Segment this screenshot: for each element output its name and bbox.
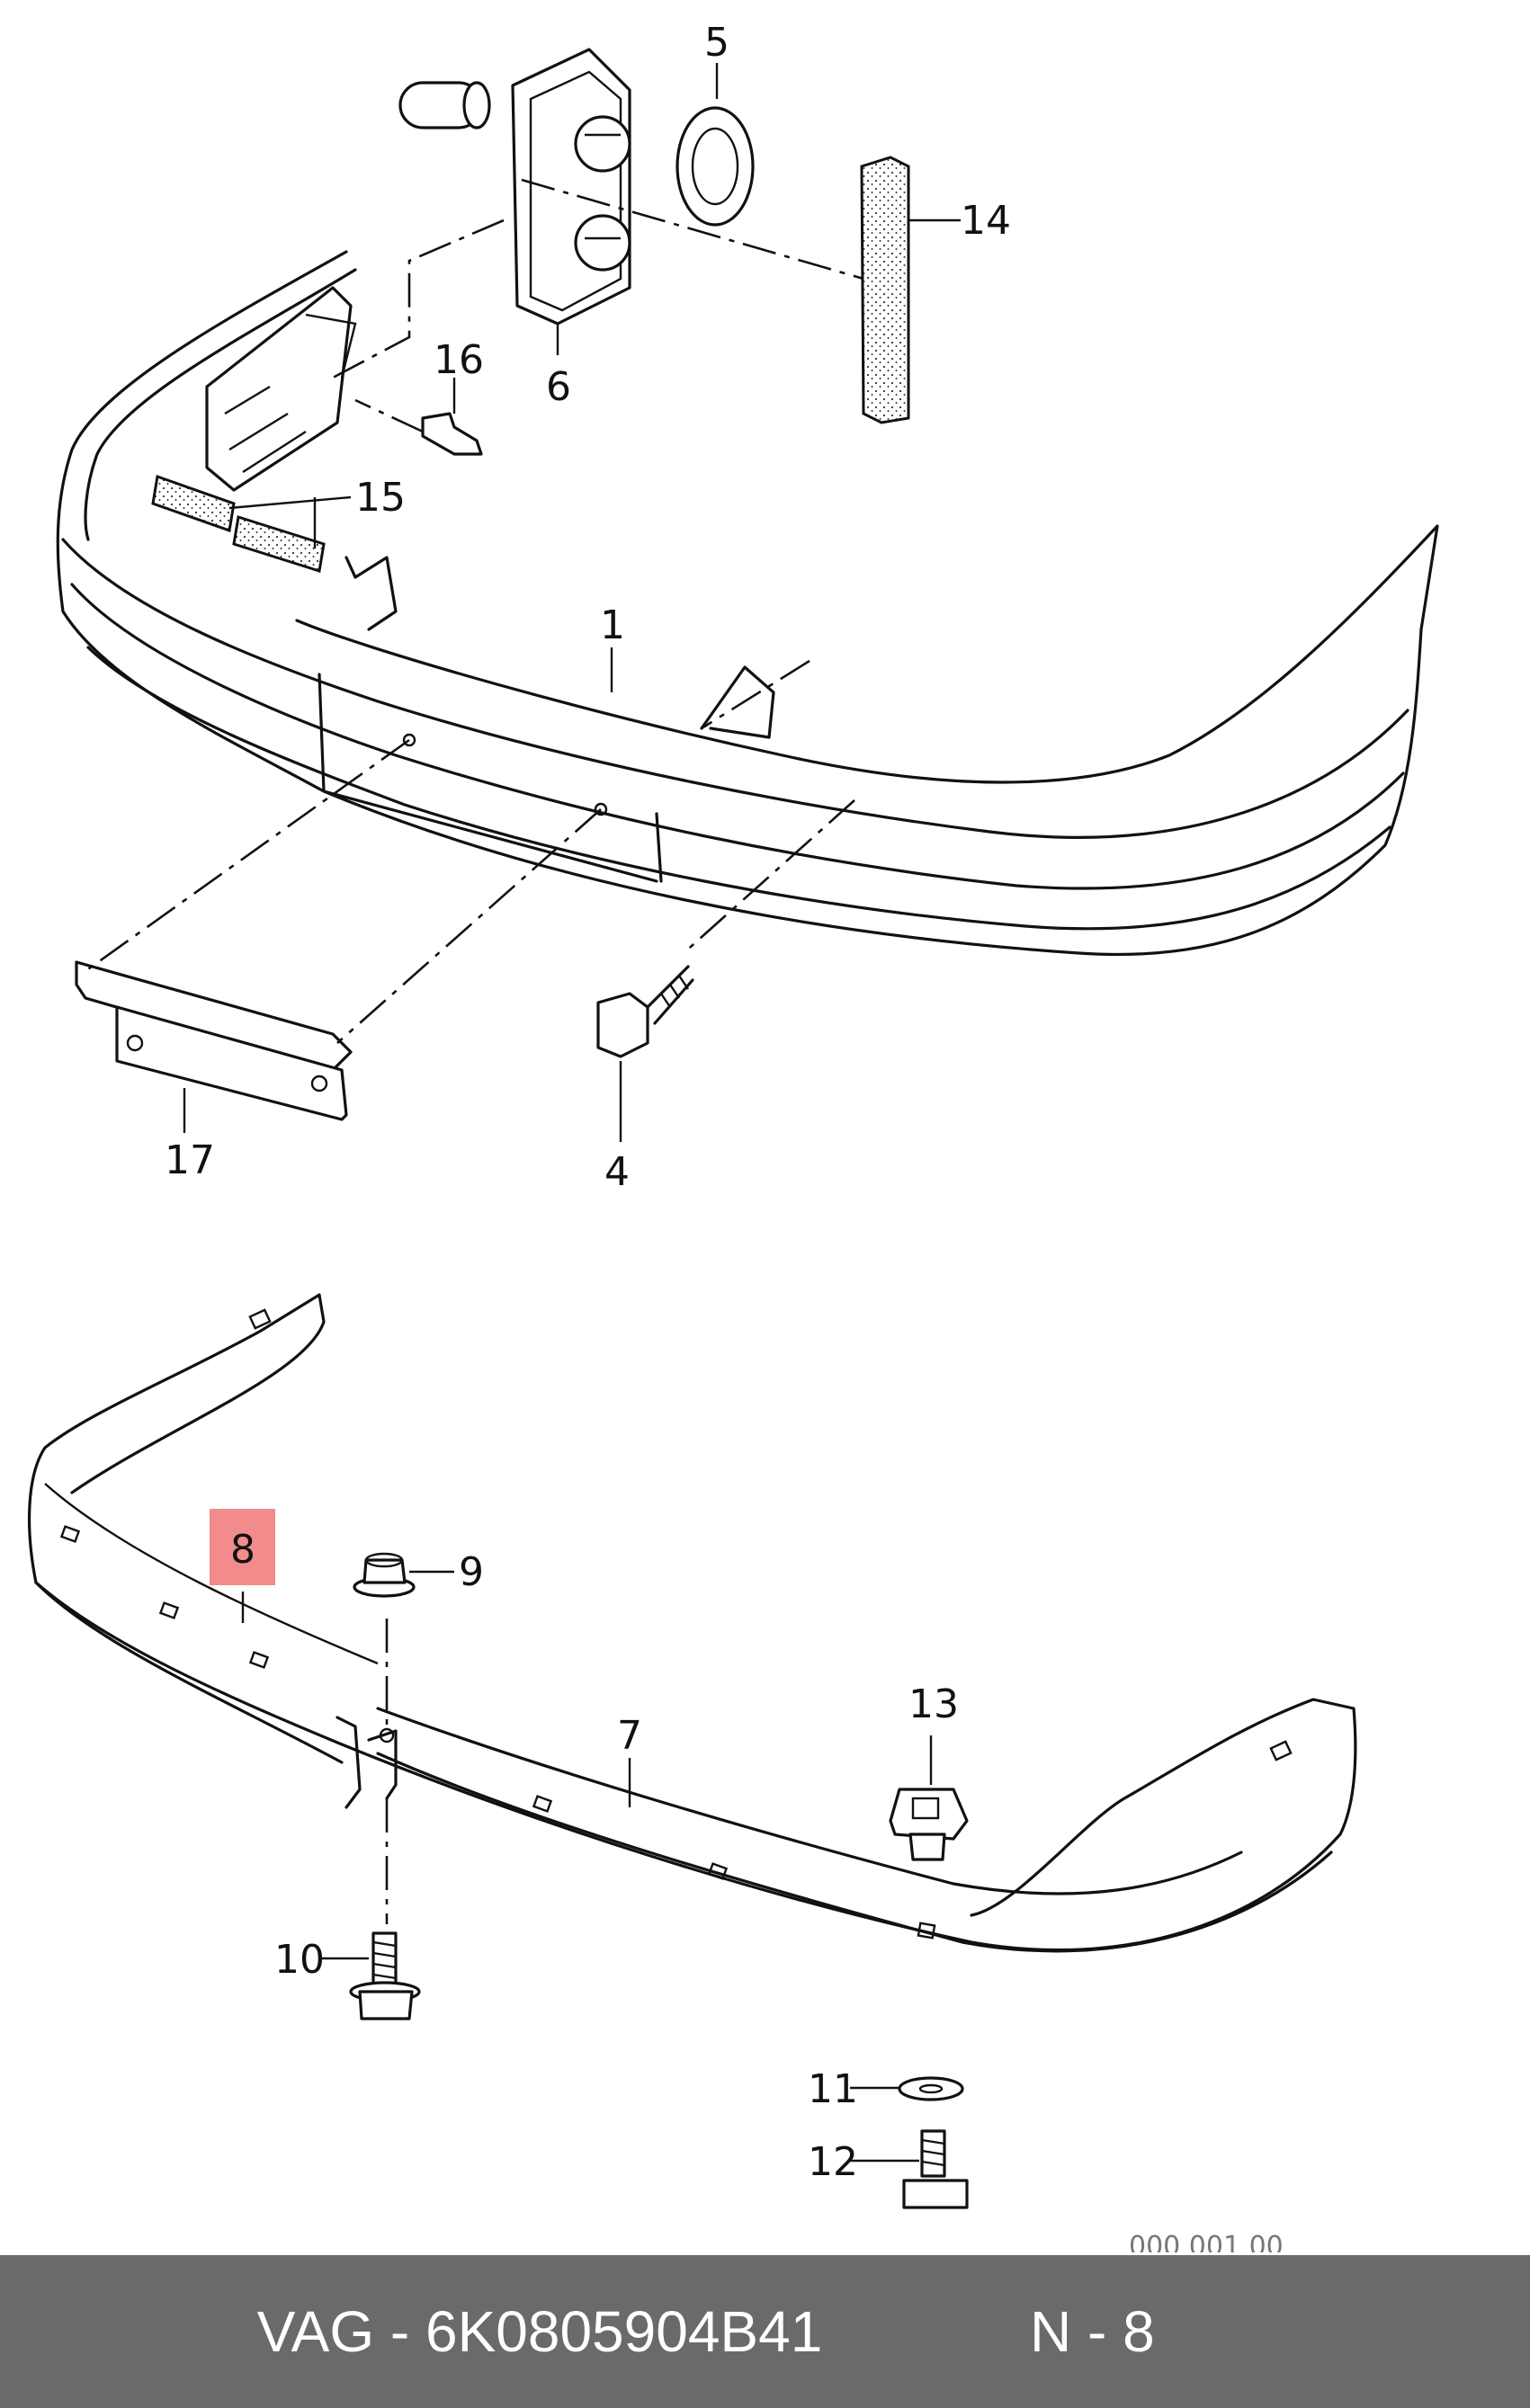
foam-strip	[860, 156, 910, 424]
part-number: VAG - 6K0805904B41	[256, 2299, 823, 2364]
clip-nut-13	[889, 1788, 969, 1861]
position-number: N - 8	[1030, 2299, 1155, 2364]
callout-12: 12	[808, 2139, 858, 2185]
expanding-clip	[421, 412, 483, 456]
plug	[398, 81, 491, 129]
bolt-4	[596, 965, 694, 1058]
callout-15: 15	[355, 475, 406, 521]
highlight-box	[210, 1509, 275, 1585]
bolt-10	[349, 1931, 421, 2020]
footer-bar: VAG - 6K0805904B41 N - 8	[0, 2255, 1530, 2408]
footnote: 000 001 00	[1129, 2231, 1284, 2252]
callout-6: 6	[546, 364, 571, 410]
callout-7: 7	[617, 1713, 642, 1759]
leader-lines	[183, 63, 961, 2163]
callout-9: 9	[459, 1549, 484, 1595]
callout-4: 4	[604, 1149, 630, 1195]
nut-9	[353, 1552, 416, 1598]
callout-8: 8	[230, 1527, 255, 1573]
callout-13: 13	[908, 1681, 959, 1727]
callout-5: 5	[704, 20, 729, 66]
mounting-bar	[75, 960, 353, 1121]
callout-16: 16	[434, 337, 484, 383]
washer	[676, 106, 755, 227]
callout-17: 17	[165, 1137, 215, 1183]
callout-10: 10	[274, 1937, 325, 1983]
guide-strips	[151, 474, 326, 573]
parts-diagram: 5 14 6 16 15 1 17 4 8 9 7 13 10 11 12 00…	[27, 20, 1439, 2252]
spoiler	[27, 1293, 1357, 1953]
callout-14: 14	[961, 198, 1011, 244]
assembly-lines-upper	[85, 178, 864, 1044]
callout-1: 1	[600, 602, 625, 648]
bumper-cover	[56, 250, 1439, 957]
gasket-plate	[511, 48, 631, 326]
bolt-12	[902, 2129, 969, 2209]
washer-11	[898, 2076, 964, 2101]
callout-11: 11	[808, 2066, 858, 2112]
